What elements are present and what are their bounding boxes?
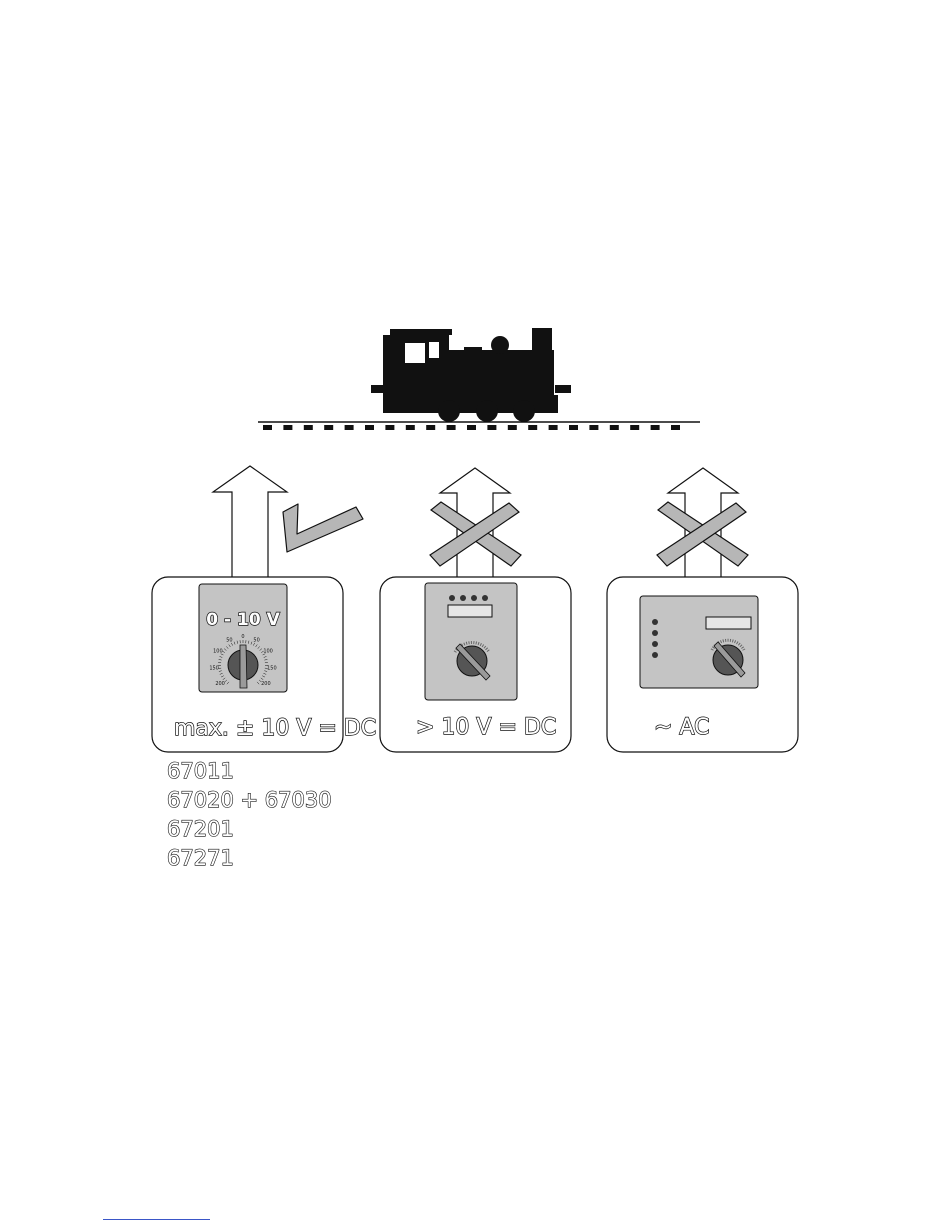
- controller-dc-high: [425, 583, 517, 700]
- product-number: 67011: [167, 757, 332, 786]
- track-sleeper: [528, 425, 537, 430]
- track-sleeper: [406, 425, 415, 430]
- scale-number: 0: [241, 634, 244, 640]
- display-window: [448, 605, 492, 617]
- scale-number: 200: [261, 681, 271, 687]
- indicator-led: [652, 619, 658, 625]
- product-number: 67201: [167, 815, 332, 844]
- indicator-led: [449, 595, 455, 601]
- locomotive-icon: [371, 328, 571, 422]
- product-number: 67020 + 67030: [167, 786, 332, 815]
- track-sleeper: [651, 425, 660, 430]
- caption-ac: ~ AC: [654, 715, 709, 740]
- display-window: [706, 617, 751, 629]
- compatible-products-list: 67011 67020 + 67030 67201 67271: [167, 757, 332, 873]
- scale-number: 50: [226, 637, 232, 643]
- track-sleeper: [487, 425, 496, 430]
- track-sleeper: [324, 425, 333, 430]
- footer-link-underline[interactable]: [103, 1219, 210, 1220]
- scale-number: 200: [215, 681, 225, 687]
- caption-dc-high: > 10 V = DC: [416, 715, 556, 740]
- track: [258, 422, 700, 430]
- track-sleeper: [447, 425, 456, 430]
- scale-number: 150: [209, 666, 219, 672]
- track-sleeper: [630, 425, 639, 430]
- indicator-led: [482, 595, 488, 601]
- track-sleeper: [549, 425, 558, 430]
- track-sleeper: [304, 425, 313, 430]
- indicator-led: [652, 652, 658, 658]
- product-number: 67271: [167, 844, 332, 873]
- caption-dc-regulated: max. ± 10 V = DC: [174, 716, 376, 741]
- indicator-led: [652, 630, 658, 636]
- track-sleeper: [426, 425, 435, 430]
- scale-number: 50: [253, 637, 259, 643]
- cab-window: [429, 342, 439, 358]
- track-sleeper: [508, 425, 517, 430]
- indicator-led: [652, 641, 658, 647]
- scale-number: 150: [267, 666, 277, 672]
- indicator-led: [460, 595, 466, 601]
- track-sleeper: [589, 425, 598, 430]
- dial-range-label: 0 - 10 V: [206, 610, 280, 630]
- track-sleeper: [385, 425, 394, 430]
- indicator-led: [471, 595, 477, 601]
- track-sleeper: [671, 425, 680, 430]
- track-sleeper: [610, 425, 619, 430]
- track-sleeper: [467, 425, 476, 430]
- track-sleeper: [283, 425, 292, 430]
- track-sleeper: [569, 425, 578, 430]
- scale-number: 100: [213, 649, 223, 655]
- cab-window: [405, 343, 425, 363]
- up-arrow-icon: [213, 466, 287, 578]
- scale-number: 100: [263, 649, 273, 655]
- track-sleeper: [345, 425, 354, 430]
- dial-pointer: [240, 645, 247, 688]
- check-mark-icon: [283, 504, 363, 552]
- controller-ac: [640, 596, 758, 688]
- track-sleeper: [365, 425, 374, 430]
- track-sleeper: [263, 425, 272, 430]
